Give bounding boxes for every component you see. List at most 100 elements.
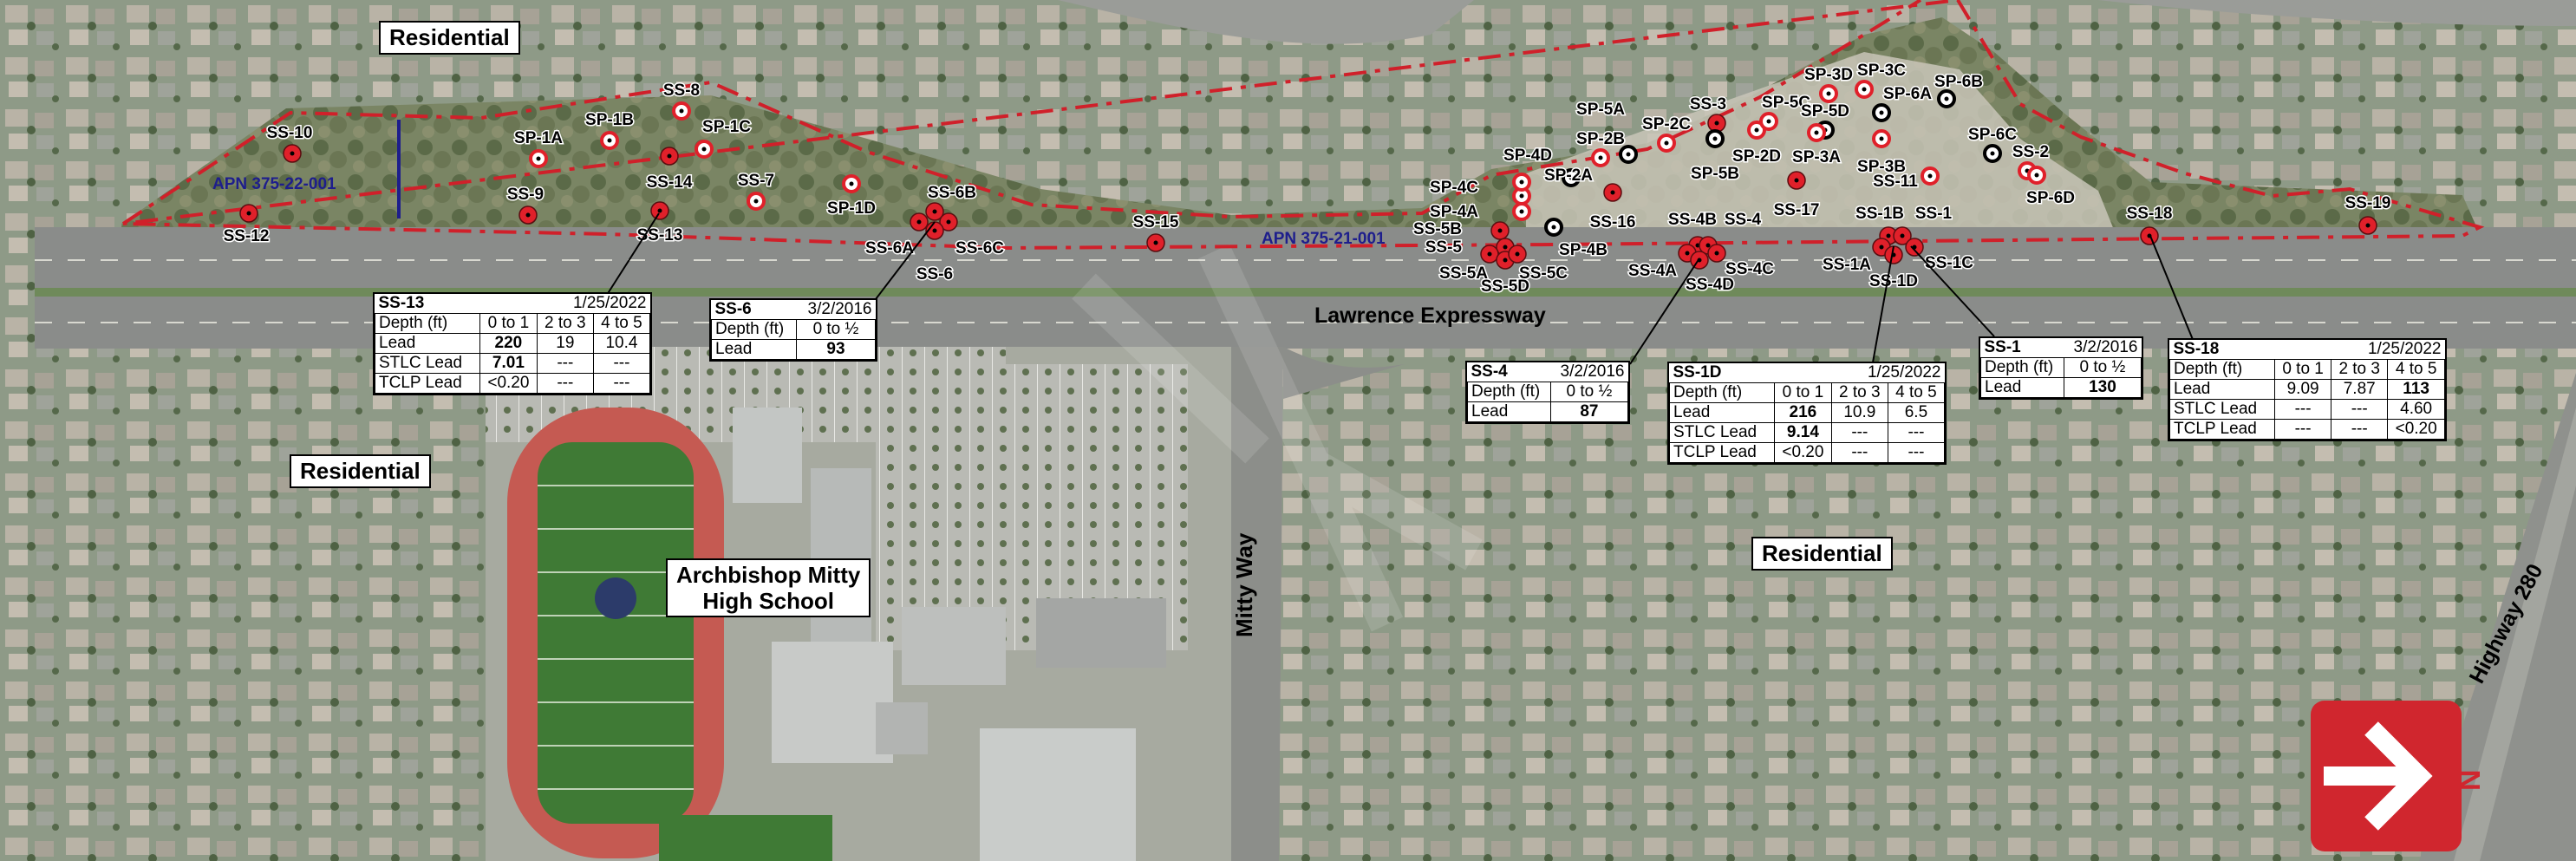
sample-label: SP-2B xyxy=(1576,130,1625,148)
lead-label: Lead xyxy=(1668,402,1776,423)
sample-marker-center xyxy=(679,108,684,114)
stlc-value: --- xyxy=(2274,399,2332,420)
football-field xyxy=(538,442,694,824)
site-gravel-area xyxy=(1526,52,2116,234)
lead-value: 10.4 xyxy=(592,333,651,354)
lead-value: 113 xyxy=(2403,380,2429,398)
stlc-value: --- xyxy=(592,353,651,374)
sample-marker-center xyxy=(1610,190,1615,195)
depth-label: Depth (ft) xyxy=(1980,357,2064,378)
school-label-line2: High School xyxy=(702,588,834,614)
depth-range: 4 to 5 xyxy=(592,313,651,334)
lead-value: 6.5 xyxy=(1887,402,1946,423)
depth-label: Depth (ft) xyxy=(1668,382,1776,403)
sample-marker-center xyxy=(246,211,251,216)
sample-marker-center xyxy=(1503,245,1508,250)
lead-value: 10.9 xyxy=(1830,402,1888,423)
tclp-value: --- xyxy=(1830,442,1888,463)
sample-label: SS-6 xyxy=(916,265,953,284)
sample-label: SP-2C xyxy=(1642,115,1691,134)
stlc-value: --- xyxy=(1830,422,1888,443)
sample-label: SS-6A xyxy=(865,239,914,258)
sample-marker-center xyxy=(1551,225,1556,230)
lead-label: Lead xyxy=(1980,377,2064,398)
sample-marker-center xyxy=(849,181,854,186)
tclp-value: --- xyxy=(592,373,651,394)
sample-label: SS-4C xyxy=(1725,260,1774,278)
stlc-value: --- xyxy=(2331,399,2389,420)
tclp-value: --- xyxy=(2274,419,2332,440)
sample-marker-center xyxy=(667,153,672,159)
sample-marker-center xyxy=(1714,121,1719,126)
mitty-way-road xyxy=(1223,347,1283,861)
residential-label-mid: Residential xyxy=(1751,537,1893,571)
table-date: 1/25/2022 xyxy=(1774,363,1945,383)
depth-range: 0 to 1 xyxy=(1774,382,1832,403)
sample-label: SP-4D xyxy=(1503,147,1552,165)
sample-marker-center xyxy=(2365,223,2371,228)
table-date: 1/25/2022 xyxy=(479,294,650,314)
lead-value: 19 xyxy=(536,333,594,354)
sample-marker-center xyxy=(1695,243,1700,248)
sample-label: SP-6D xyxy=(2026,189,2075,207)
sample-marker-center xyxy=(701,147,707,152)
sample-marker-center xyxy=(1519,193,1524,199)
sample-marker-center xyxy=(1879,110,1884,115)
lead-label: Lead xyxy=(2168,379,2276,400)
depth-range: 0 to 1 xyxy=(479,313,538,334)
depth-range: 4 to 5 xyxy=(1887,382,1946,403)
sample-marker-center xyxy=(1826,91,1831,96)
table-date: 3/2/2016 xyxy=(2064,338,2142,358)
lead-value: 130 xyxy=(2089,378,2116,396)
sample-label: SS-5A xyxy=(1439,264,1488,283)
depth-range: 2 to 3 xyxy=(2331,359,2389,380)
sample-label: SS-1B xyxy=(1855,205,1904,223)
sample-marker-center xyxy=(1814,130,1819,135)
stlc-value: 9.14 xyxy=(1786,423,1819,441)
sample-marker-center xyxy=(1754,127,1759,133)
lead-label: Lead xyxy=(1467,401,1551,422)
sample-label: SP-1C xyxy=(702,118,751,136)
table-sample-id: SS-4 xyxy=(1467,362,1551,382)
sample-label: SP-3D xyxy=(1804,66,1853,84)
sample-marker-center xyxy=(1886,233,1891,238)
depth-label: Depth (ft) xyxy=(1467,382,1551,402)
stlc-label: STLC Lead xyxy=(2168,399,2276,420)
sample-marker-center xyxy=(1497,228,1503,233)
sample-marker-center xyxy=(1766,119,1771,124)
depth-range: 0 to ½ xyxy=(1549,382,1629,402)
tclp-value: --- xyxy=(536,373,594,394)
lawrence-expressway-label: Lawrence Expressway xyxy=(1314,303,1546,328)
sample-marker-center xyxy=(1519,209,1524,214)
sample-label: SS-13 xyxy=(637,226,683,245)
table-date: 3/2/2016 xyxy=(1550,362,1628,382)
stlc-value: --- xyxy=(1887,422,1946,443)
sample-label: SS-4 xyxy=(1725,211,1762,229)
sample-label: SP-3C xyxy=(1857,62,1906,80)
sample-marker-center xyxy=(1626,152,1631,157)
sample-marker-center xyxy=(932,209,937,214)
table-sample-id: SS-13 xyxy=(375,294,480,314)
sample-label: SP-6A xyxy=(1883,85,1932,103)
sample-marker-center xyxy=(1900,233,1905,238)
sample-marker-center xyxy=(1503,258,1508,263)
residential-label-left: Residential xyxy=(290,454,431,488)
sample-label: SS-5B xyxy=(1413,220,1462,238)
tclp-value: <0.20 xyxy=(1774,442,1832,463)
sample-label: SS-1D xyxy=(1869,272,1918,290)
sample-marker-center xyxy=(1862,87,1867,92)
sample-label: SS-5D xyxy=(1481,277,1529,296)
sample-label: SP-6B xyxy=(1934,73,1983,91)
table-sample-id: SS-6 xyxy=(711,300,797,320)
sample-label: SP-1D xyxy=(827,199,876,218)
sample-marker-center xyxy=(536,156,541,161)
sample-label: SP-5D xyxy=(1801,102,1849,121)
tclp-value: --- xyxy=(1887,442,1946,463)
apn-west-label: APN 375-22-001 xyxy=(212,175,336,193)
tclp-value: --- xyxy=(2331,419,2389,440)
sample-marker-center xyxy=(525,212,531,218)
sample-marker-center xyxy=(1487,251,1492,257)
